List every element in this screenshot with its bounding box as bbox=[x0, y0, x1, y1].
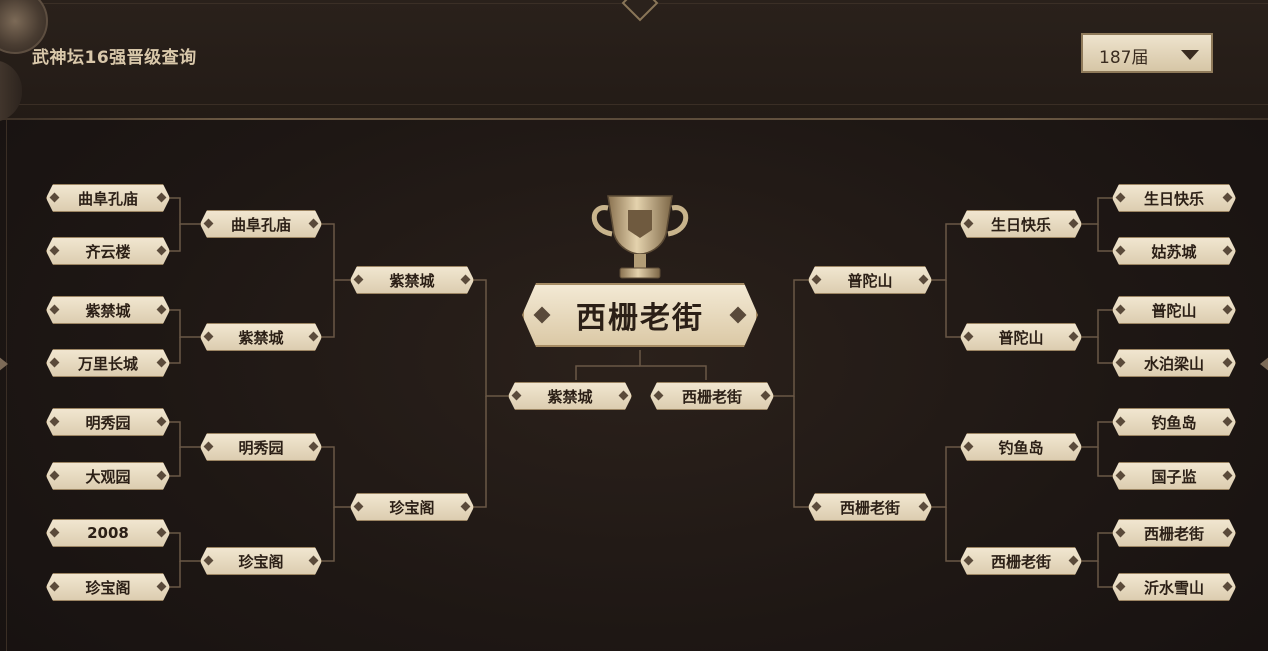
left-arrow-icon[interactable] bbox=[0, 356, 8, 372]
right-quarter-tag[interactable]: 钓鱼岛 bbox=[960, 433, 1082, 461]
right-quarter-tag[interactable]: 西栅老街 bbox=[960, 547, 1082, 575]
right-semi-tag[interactable]: 西栅老街 bbox=[808, 493, 932, 521]
right-round16-tag[interactable]: 姑苏城 bbox=[1112, 237, 1236, 265]
left-frame-line bbox=[6, 120, 7, 651]
right-round16-tag[interactable]: 钓鱼岛 bbox=[1112, 408, 1236, 436]
right-round16-tag[interactable]: 国子监 bbox=[1112, 462, 1236, 490]
left-quarter-tag[interactable]: 紫禁城 bbox=[200, 323, 322, 351]
right-arrow-icon[interactable] bbox=[1260, 356, 1268, 372]
season-select[interactable]: 187届 bbox=[1081, 33, 1213, 73]
left-quarter-tag[interactable]: 明秀园 bbox=[200, 433, 322, 461]
header-bar bbox=[0, 0, 1268, 118]
right-quarter-tag[interactable]: 普陀山 bbox=[960, 323, 1082, 351]
right-round16-tag[interactable]: 生日快乐 bbox=[1112, 184, 1236, 212]
left-round16-tag[interactable]: 曲阜孔庙 bbox=[46, 184, 170, 212]
trophy-icon bbox=[591, 195, 689, 279]
champion-plate: 西栅老街 bbox=[522, 283, 758, 347]
final-left-tag[interactable]: 紫禁城 bbox=[508, 382, 632, 410]
left-round16-tag[interactable]: 万里长城 bbox=[46, 349, 170, 377]
chevron-down-icon bbox=[1181, 50, 1199, 60]
left-round16-tag[interactable]: 2008 bbox=[46, 519, 170, 547]
left-quarter-tag[interactable]: 珍宝阁 bbox=[200, 547, 322, 575]
right-semi-tag[interactable]: 普陀山 bbox=[808, 266, 932, 294]
header-divider bbox=[0, 118, 1268, 120]
left-semi-tag[interactable]: 珍宝阁 bbox=[350, 493, 474, 521]
right-round16-tag[interactable]: 沂水雪山 bbox=[1112, 573, 1236, 601]
left-semi-tag[interactable]: 紫禁城 bbox=[350, 266, 474, 294]
left-round16-tag[interactable]: 齐云楼 bbox=[46, 237, 170, 265]
left-round16-tag[interactable]: 珍宝阁 bbox=[46, 573, 170, 601]
left-round16-tag[interactable]: 明秀园 bbox=[46, 408, 170, 436]
right-quarter-tag[interactable]: 生日快乐 bbox=[960, 210, 1082, 238]
right-round16-tag[interactable]: 普陀山 bbox=[1112, 296, 1236, 324]
right-round16-tag[interactable]: 水泊梁山 bbox=[1112, 349, 1236, 377]
season-select-value: 187届 bbox=[1099, 48, 1149, 68]
page-title: 武神坛16强晋级查询 bbox=[32, 48, 197, 68]
final-right-tag[interactable]: 西栅老街 bbox=[650, 382, 774, 410]
left-round16-tag[interactable]: 紫禁城 bbox=[46, 296, 170, 324]
left-round16-tag[interactable]: 大观园 bbox=[46, 462, 170, 490]
right-round16-tag[interactable]: 西栅老街 bbox=[1112, 519, 1236, 547]
corner-ornament-tail bbox=[0, 60, 22, 122]
header-inner-line bbox=[0, 104, 1268, 105]
left-quarter-tag[interactable]: 曲阜孔庙 bbox=[200, 210, 322, 238]
